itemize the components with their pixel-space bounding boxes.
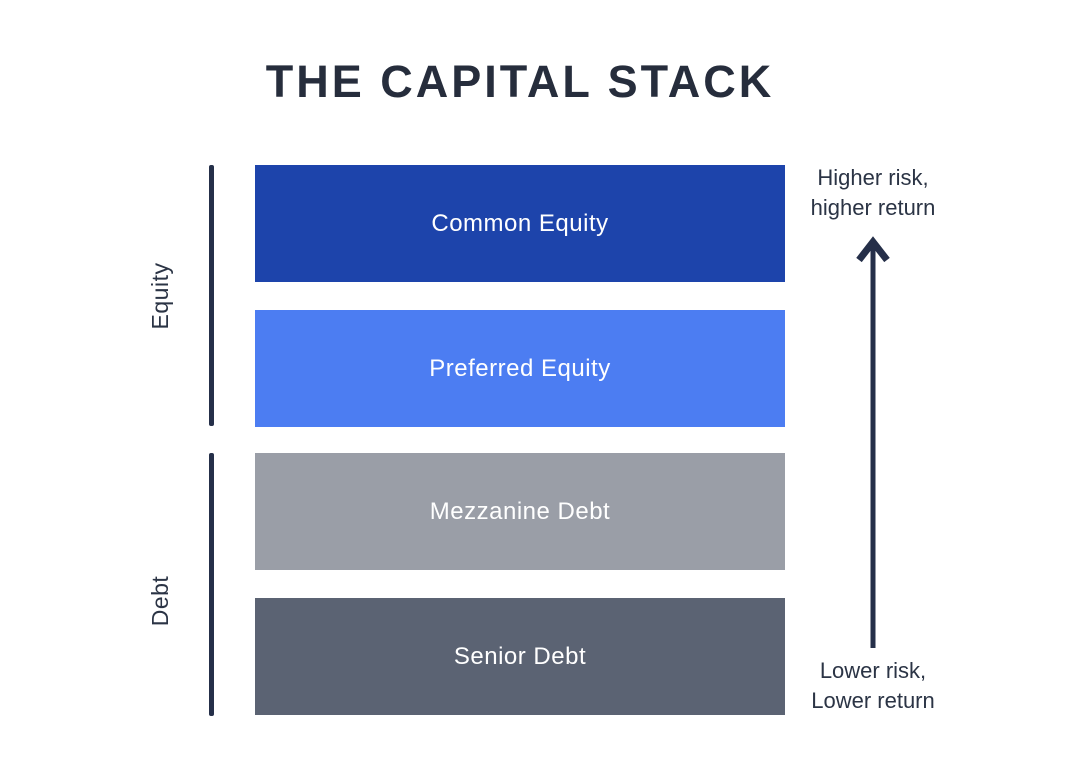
debt-group-label: Debt xyxy=(146,575,173,627)
risk-arrow-up-icon xyxy=(851,234,895,654)
equity-group-label: Equity xyxy=(146,262,173,330)
layer-mezzanine-debt: Mezzanine Debt xyxy=(255,453,785,570)
lower-risk-caption-line2: Lower return xyxy=(811,688,935,713)
layer-mezzanine-debt-label: Mezzanine Debt xyxy=(429,497,611,525)
lower-risk-caption: Lower risk, Lower return xyxy=(763,656,983,716)
layer-preferred-equity: Preferred Equity xyxy=(255,310,785,427)
page-title: THE CAPITAL STACK xyxy=(265,56,775,107)
lower-risk-caption-line1: Lower risk, xyxy=(819,658,927,683)
equity-bracket-line xyxy=(209,165,214,426)
layer-preferred-equity-label: Preferred Equity xyxy=(429,354,611,382)
higher-risk-caption: Higher risk, higher return xyxy=(763,163,983,223)
layer-common-equity: Common Equity xyxy=(255,165,785,282)
debt-bracket-line xyxy=(209,453,214,716)
higher-risk-caption-line2: higher return xyxy=(810,195,936,220)
higher-risk-caption-line1: Higher risk, xyxy=(817,165,929,190)
layer-senior-debt: Senior Debt xyxy=(255,598,785,715)
layer-senior-debt-label: Senior Debt xyxy=(453,642,587,670)
layer-common-equity-label: Common Equity xyxy=(431,209,609,237)
